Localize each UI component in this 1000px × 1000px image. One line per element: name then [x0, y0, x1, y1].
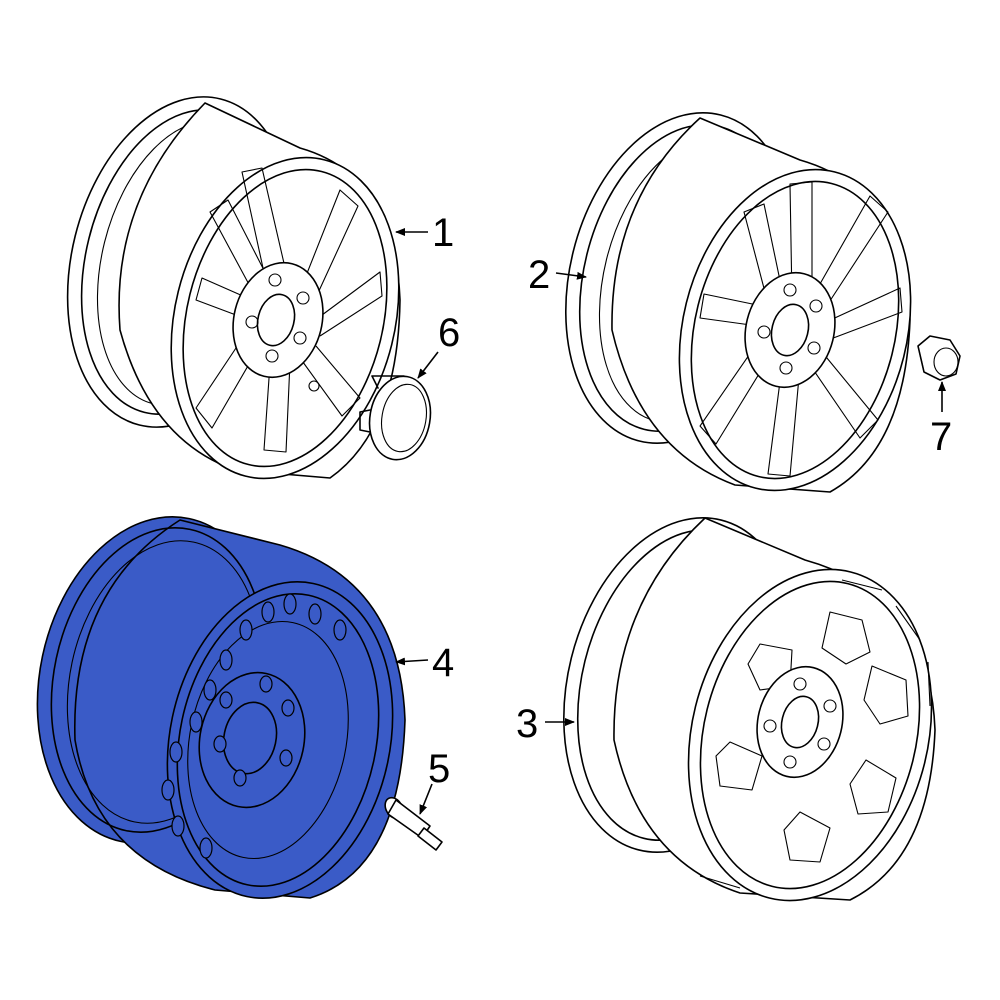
wheel-part-3[interactable]	[530, 493, 965, 927]
callout-5: 5	[428, 747, 450, 791]
wheel-part-1[interactable]	[35, 73, 432, 503]
steel-wheel-part-4[interactable]	[8, 495, 421, 920]
leader-2	[555, 271, 587, 280]
callout-leaders	[395, 228, 946, 815]
leader-4	[395, 657, 429, 666]
callout-4: 4	[432, 641, 454, 685]
callout-labels: 1 2 3 4 5 6 7	[428, 211, 952, 791]
wheel-part-2[interactable]	[533, 88, 943, 515]
leader-5	[419, 783, 433, 815]
callout-3: 3	[516, 702, 538, 746]
callout-1: 1	[432, 211, 454, 255]
callout-7: 7	[930, 415, 952, 459]
lug-nut-part-7[interactable]	[917, 335, 961, 381]
leader-6	[417, 351, 439, 379]
callout-6: 6	[438, 311, 460, 355]
valve-stem-part-5[interactable]	[382, 794, 443, 851]
callout-2: 2	[528, 253, 550, 297]
center-cap-part-6[interactable]	[359, 371, 437, 464]
